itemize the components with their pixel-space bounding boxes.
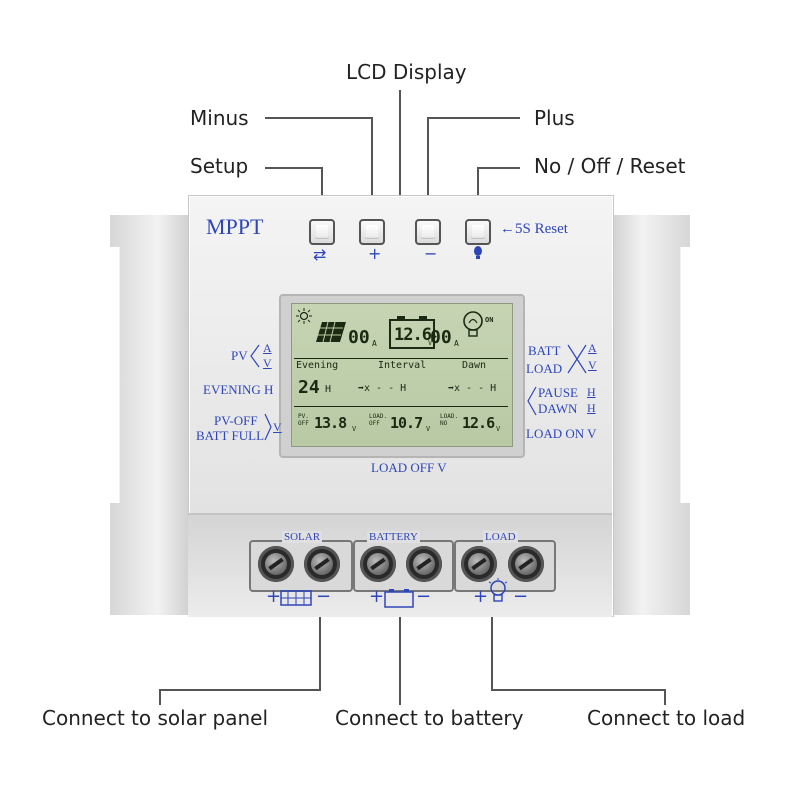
- lcd-dawn-label: Dawn: [462, 360, 487, 371]
- lcd-load-on-label: LOAD. NO: [440, 413, 459, 427]
- callout-no-off-reset: No / Off / Reset: [534, 154, 686, 178]
- line-plus: [427, 117, 520, 222]
- lcd-interval-label: Interval: [378, 360, 427, 371]
- lcd-battery-unit: V: [428, 339, 433, 347]
- solar-minus: −: [316, 586, 332, 607]
- right-flange: [610, 215, 690, 615]
- right-v-label: V: [588, 358, 597, 372]
- plus-button[interactable]: [359, 219, 385, 245]
- battery-terminal-icon: [384, 589, 414, 608]
- brand-label: MPPT: [206, 214, 264, 239]
- lcd-load-unit: A: [454, 339, 459, 348]
- pause-h-label: H: [587, 385, 596, 399]
- pvoff-v-label: V: [273, 420, 282, 434]
- battery-plus: +: [369, 586, 385, 607]
- pv-off-label: PV-OFF: [214, 413, 258, 428]
- batt-load-cross: [567, 344, 587, 374]
- lcd-evening-h: H: [325, 384, 332, 395]
- callout-connect-load: Connect to load: [587, 706, 746, 730]
- minus-button[interactable]: [415, 219, 441, 245]
- load-minus: −: [513, 586, 529, 607]
- lcd-bulb-icon: [463, 311, 483, 337]
- pv-v-label: V: [263, 356, 272, 370]
- pv-bracket: [250, 344, 260, 368]
- sun-icon: [296, 308, 312, 324]
- lcd-pv-off-value: 13.8: [314, 414, 347, 432]
- line-load: [491, 600, 666, 705]
- lcd-load-on-value: 12.6: [462, 414, 495, 432]
- batt-full-label: BATT FULL: [196, 428, 265, 443]
- solar-positive-terminal[interactable]: [258, 546, 294, 582]
- lcd-evening-label: Evening: [296, 360, 339, 371]
- bulb-icon: [474, 246, 482, 259]
- left-flange: [110, 215, 190, 615]
- lcd-load-off-label: LOAD. OFF: [369, 413, 388, 427]
- plus-symbol: +: [368, 244, 382, 263]
- solar-grid-icon: [280, 590, 312, 606]
- lcd-evening-value: 24: [298, 377, 320, 398]
- lcd-load-off-unit: V: [426, 425, 431, 433]
- reset-button[interactable]: [465, 219, 491, 245]
- pause-label: PAUSE: [538, 385, 578, 400]
- lcd-pv-off-label: PV. OFF: [298, 413, 309, 427]
- callout-connect-solar: Connect to solar panel: [42, 706, 269, 730]
- battery-negative-terminal[interactable]: [406, 546, 442, 582]
- load-positive-terminal[interactable]: [461, 546, 497, 582]
- battery-icon: [389, 316, 435, 349]
- lcd-on-label: ON: [485, 316, 494, 324]
- pv-label: PV: [231, 348, 248, 363]
- reset-hint: ←5S Reset: [500, 221, 568, 237]
- load-on-label: LOAD ON V: [526, 426, 597, 441]
- lcd-load-current: 00: [430, 327, 452, 348]
- callout-setup: Setup: [190, 154, 249, 178]
- dawn-label: DAWN: [538, 401, 578, 416]
- lcd-pv-current: 00: [348, 327, 370, 348]
- lcd-load-off-value: 10.7: [390, 414, 423, 432]
- load-plus: +: [473, 586, 489, 607]
- right-a-label: A: [588, 341, 597, 355]
- lcd-pv-off-unit: V: [352, 425, 357, 433]
- pvoff-bracket: [264, 413, 272, 441]
- evening-h-label: EVENING H: [203, 382, 274, 397]
- load-off-label: LOAD OFF V: [371, 460, 447, 475]
- setup-arrows-icon: ⇄: [313, 245, 327, 264]
- lcd-interval-value: ➡x - - H: [358, 383, 407, 394]
- solar-panel-icon: [316, 321, 346, 343]
- lcd-dawn-value: ➡x - - H: [448, 383, 497, 394]
- line-solar: [159, 600, 321, 705]
- battery-minus: −: [416, 586, 432, 607]
- solar-plus: +: [266, 586, 282, 607]
- battery-positive-terminal[interactable]: [360, 546, 396, 582]
- line-minus: [265, 117, 373, 222]
- solar-negative-terminal[interactable]: [304, 546, 340, 582]
- load-terminal-label: LOAD: [483, 531, 518, 543]
- load-negative-terminal[interactable]: [508, 546, 544, 582]
- minus-symbol: −: [424, 244, 438, 263]
- load-label: LOAD: [526, 361, 563, 376]
- callout-lcd-display: LCD Display: [346, 60, 467, 84]
- lcd-battery-voltage: 12.6: [394, 325, 432, 345]
- lcd-divider-2: [294, 406, 508, 407]
- battery-label: BATTERY: [367, 531, 420, 543]
- pause-dawn-bracket: [527, 386, 537, 416]
- callout-plus: Plus: [534, 106, 575, 130]
- lcd-divider-1: [294, 358, 508, 359]
- solar-label: SOLAR: [282, 531, 323, 543]
- lcd-load-on-unit: V: [496, 425, 501, 433]
- pv-a-label: A: [263, 341, 272, 355]
- dawn-h-label: H: [587, 401, 596, 415]
- callout-minus: Minus: [190, 106, 249, 130]
- load-bulb-icon: [488, 578, 508, 602]
- batt-label: BATT: [528, 343, 561, 358]
- setup-button[interactable]: [309, 219, 335, 245]
- lcd-pv-unit: A: [372, 339, 377, 348]
- callout-connect-battery: Connect to battery: [335, 706, 524, 730]
